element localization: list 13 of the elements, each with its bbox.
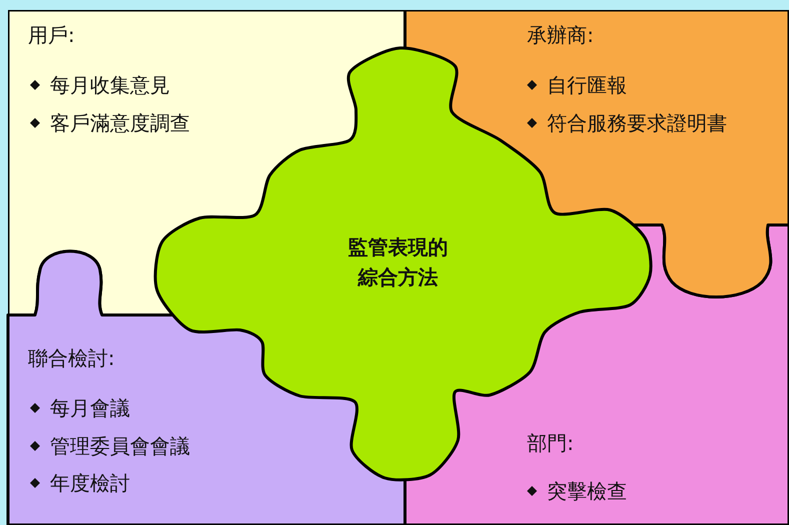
list-item: 客戶滿意度調查: [50, 110, 190, 136]
list-item: 管理委員會會議: [50, 433, 190, 459]
section-heading: 部門:: [527, 430, 574, 456]
list-item: 突擊檢查: [547, 478, 627, 504]
list-item: 每月收集意見: [50, 72, 170, 98]
section-heading: 承辦商:: [527, 22, 594, 48]
list-item: 符合服務要求證明書: [547, 110, 727, 136]
list-item: 自行匯報: [547, 72, 627, 98]
list-item: 每月會議: [50, 395, 130, 421]
list-item: 年度檢討: [50, 470, 130, 496]
center-heading: 監管表現的綜合方法: [348, 234, 448, 291]
section-heading: 聯合檢討:: [28, 345, 115, 371]
section-heading: 用戶:: [28, 22, 75, 48]
